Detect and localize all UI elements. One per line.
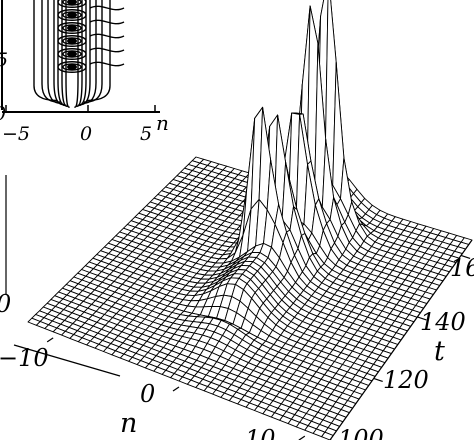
z-tick-label-fragment: 0 [0,290,11,318]
contour-line [61,0,69,107]
y-tick-label: 160 [450,254,474,282]
y-tick [460,254,471,259]
y-tick-label: 100 [338,425,384,440]
contour-loop [57,0,87,8]
contour-line [75,0,83,107]
contour-line [53,0,65,106]
x-tick-label: 10 [245,425,276,440]
x-tick [172,386,180,392]
contour-peak [67,51,77,57]
contour-peak [67,25,77,31]
y-tick [417,316,427,321]
contour-line [79,0,91,106]
x-tick-label: −10 [0,344,49,372]
inset-x-tick-label: −5 [2,123,30,145]
inset-y-tick-label: 5 [0,49,8,71]
contour-line [57,0,67,107]
inset-x-axis-label: n [156,111,169,135]
x-axis-label: n [120,408,137,439]
contour-ripple [89,61,125,67]
x-tick [46,337,54,343]
inset-contour-lines [33,0,125,108]
contour-loop [62,63,82,71]
contour-line [33,0,57,102]
y-tick-label: 140 [420,308,466,336]
x-tick-label: 0 [140,380,155,408]
contour-line [65,0,71,108]
contour-line [83,0,103,103]
contour-ripple [89,19,125,25]
y-tick-label: 120 [383,366,429,394]
contour-peak [67,64,77,70]
contour-loop [62,11,82,19]
contour-loop [62,0,82,6]
n-axis-line [13,344,121,377]
inset-x-tick-label: 5 [140,123,152,145]
contour-loop [62,50,82,58]
contour-ripple [89,5,125,11]
contour-line [87,0,111,102]
inset-x-tick-label: 0 [80,123,92,145]
y-tick [373,377,383,383]
y-axis-label: t [434,336,445,367]
contour-loop [57,61,87,73]
contour-peak [67,0,77,5]
contour-loop [57,48,87,60]
t-axis-line [329,239,473,440]
x-tick [298,435,306,440]
inset-frame [1,0,160,113]
contour-line [77,0,87,107]
contour-peak [67,38,77,44]
contour-loop [57,35,87,47]
contour-peak [67,12,77,18]
contour-line [47,0,63,104]
inset-contour-plot: −5 0 5 n 5 0 [0,0,169,145]
surface-plot [5,0,473,440]
inset-y-tick-label: 0 [0,103,6,125]
contour-line [73,0,79,108]
contour-loop [62,24,82,32]
contour-loop [57,9,87,21]
contour-ripple [89,47,125,53]
contour-loop [62,37,82,45]
contour-line [81,0,97,104]
contour-line [41,0,61,103]
contour-ripple [89,33,125,39]
contour-loop [57,22,87,34]
